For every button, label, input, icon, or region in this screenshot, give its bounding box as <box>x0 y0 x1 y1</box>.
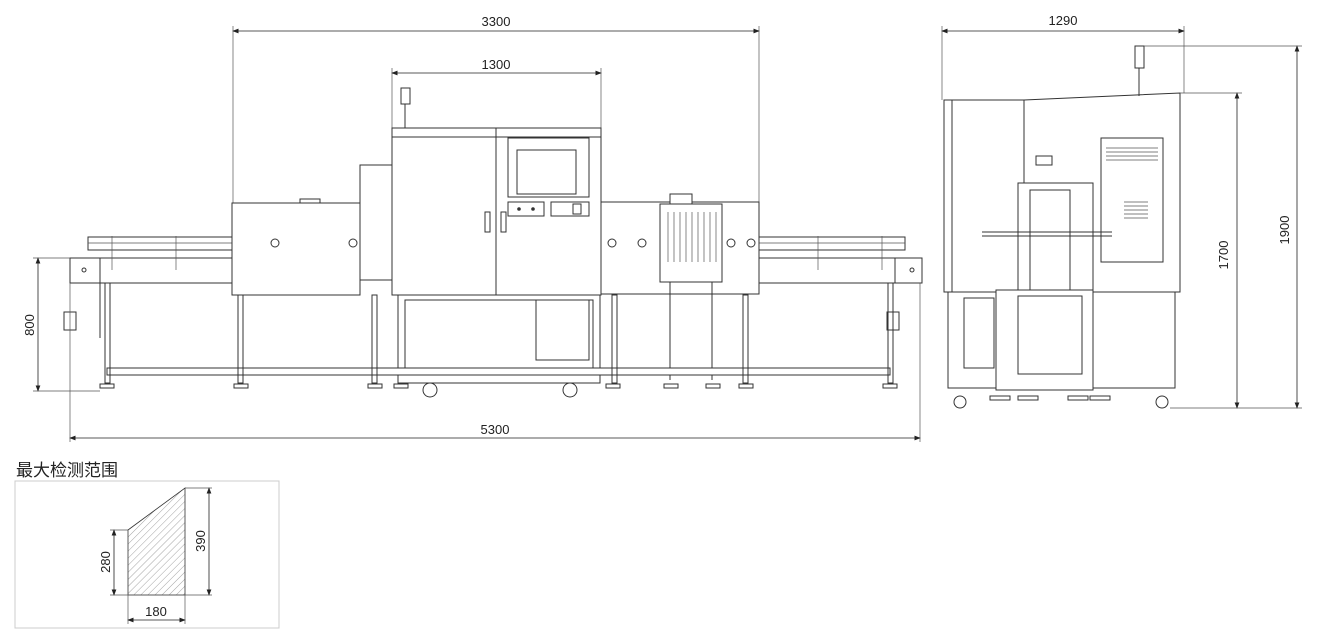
dim-label-5300: 5300 <box>481 422 510 437</box>
inset-title: 最大检测范围 <box>16 461 118 481</box>
dimension-5300: 5300 <box>69 283 921 442</box>
dim-label-1300: 1300 <box>482 57 511 72</box>
dim-label-1700: 1700 <box>1216 241 1231 270</box>
control-cabinet <box>391 87 602 296</box>
max-detection-range-inset: 280 390 180 <box>14 480 280 629</box>
front-view: 3300 1300 <box>22 14 923 442</box>
dimension-800: 800 <box>22 257 100 392</box>
dimension-1290: 1290 <box>941 13 1185 100</box>
dim-label-1290: 1290 <box>1049 13 1078 28</box>
caster-wheel <box>562 382 578 398</box>
dimension-1900: 1900 <box>1144 45 1302 409</box>
left-conveyor <box>63 236 234 338</box>
signal-beacon <box>400 87 411 105</box>
dim-label-1900: 1900 <box>1277 216 1292 245</box>
electrical-panel <box>1100 137 1164 263</box>
dim-label-3300: 3300 <box>482 14 511 29</box>
dimension-3300: 3300 <box>232 14 760 203</box>
reject-hopper <box>659 203 723 283</box>
dim-label-800: 800 <box>22 314 37 336</box>
dimension-1300: 1300 <box>391 57 602 128</box>
caster-wheel <box>422 382 438 398</box>
side-view: 1290 1700 <box>941 13 1302 409</box>
dimension-1700: 1700 <box>1170 92 1302 409</box>
right-tunnel <box>600 193 760 380</box>
signal-beacon <box>1134 45 1145 69</box>
dim-label-180: 180 <box>145 604 167 619</box>
dim-label-280: 280 <box>98 551 113 573</box>
right-conveyor <box>758 236 923 338</box>
left-tunnel <box>231 164 393 296</box>
dim-label-390: 390 <box>193 530 208 552</box>
support-frame <box>99 282 898 398</box>
